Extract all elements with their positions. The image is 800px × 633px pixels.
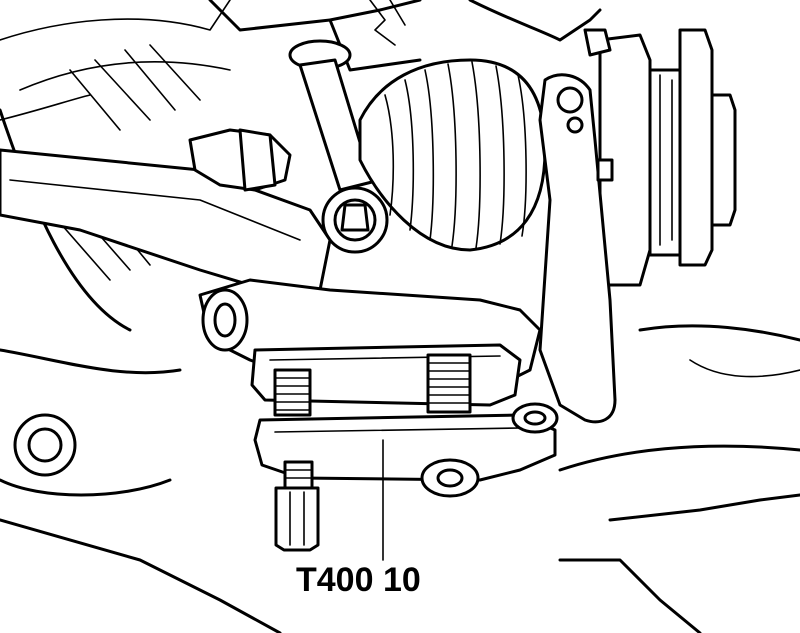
strut-mount bbox=[208, 0, 602, 72]
tool-callout-label: T400 10 bbox=[296, 561, 421, 599]
subframe bbox=[0, 324, 800, 633]
control-arm bbox=[0, 128, 332, 302]
wheel-hub bbox=[598, 28, 737, 287]
tool-spindle-left bbox=[273, 368, 312, 417]
tool-spring-right bbox=[426, 353, 472, 414]
tool-drive-bolt bbox=[274, 460, 320, 552]
tool-lower-jaw bbox=[253, 402, 559, 498]
steering-knuckle bbox=[538, 28, 617, 424]
cv-boot bbox=[358, 58, 547, 252]
